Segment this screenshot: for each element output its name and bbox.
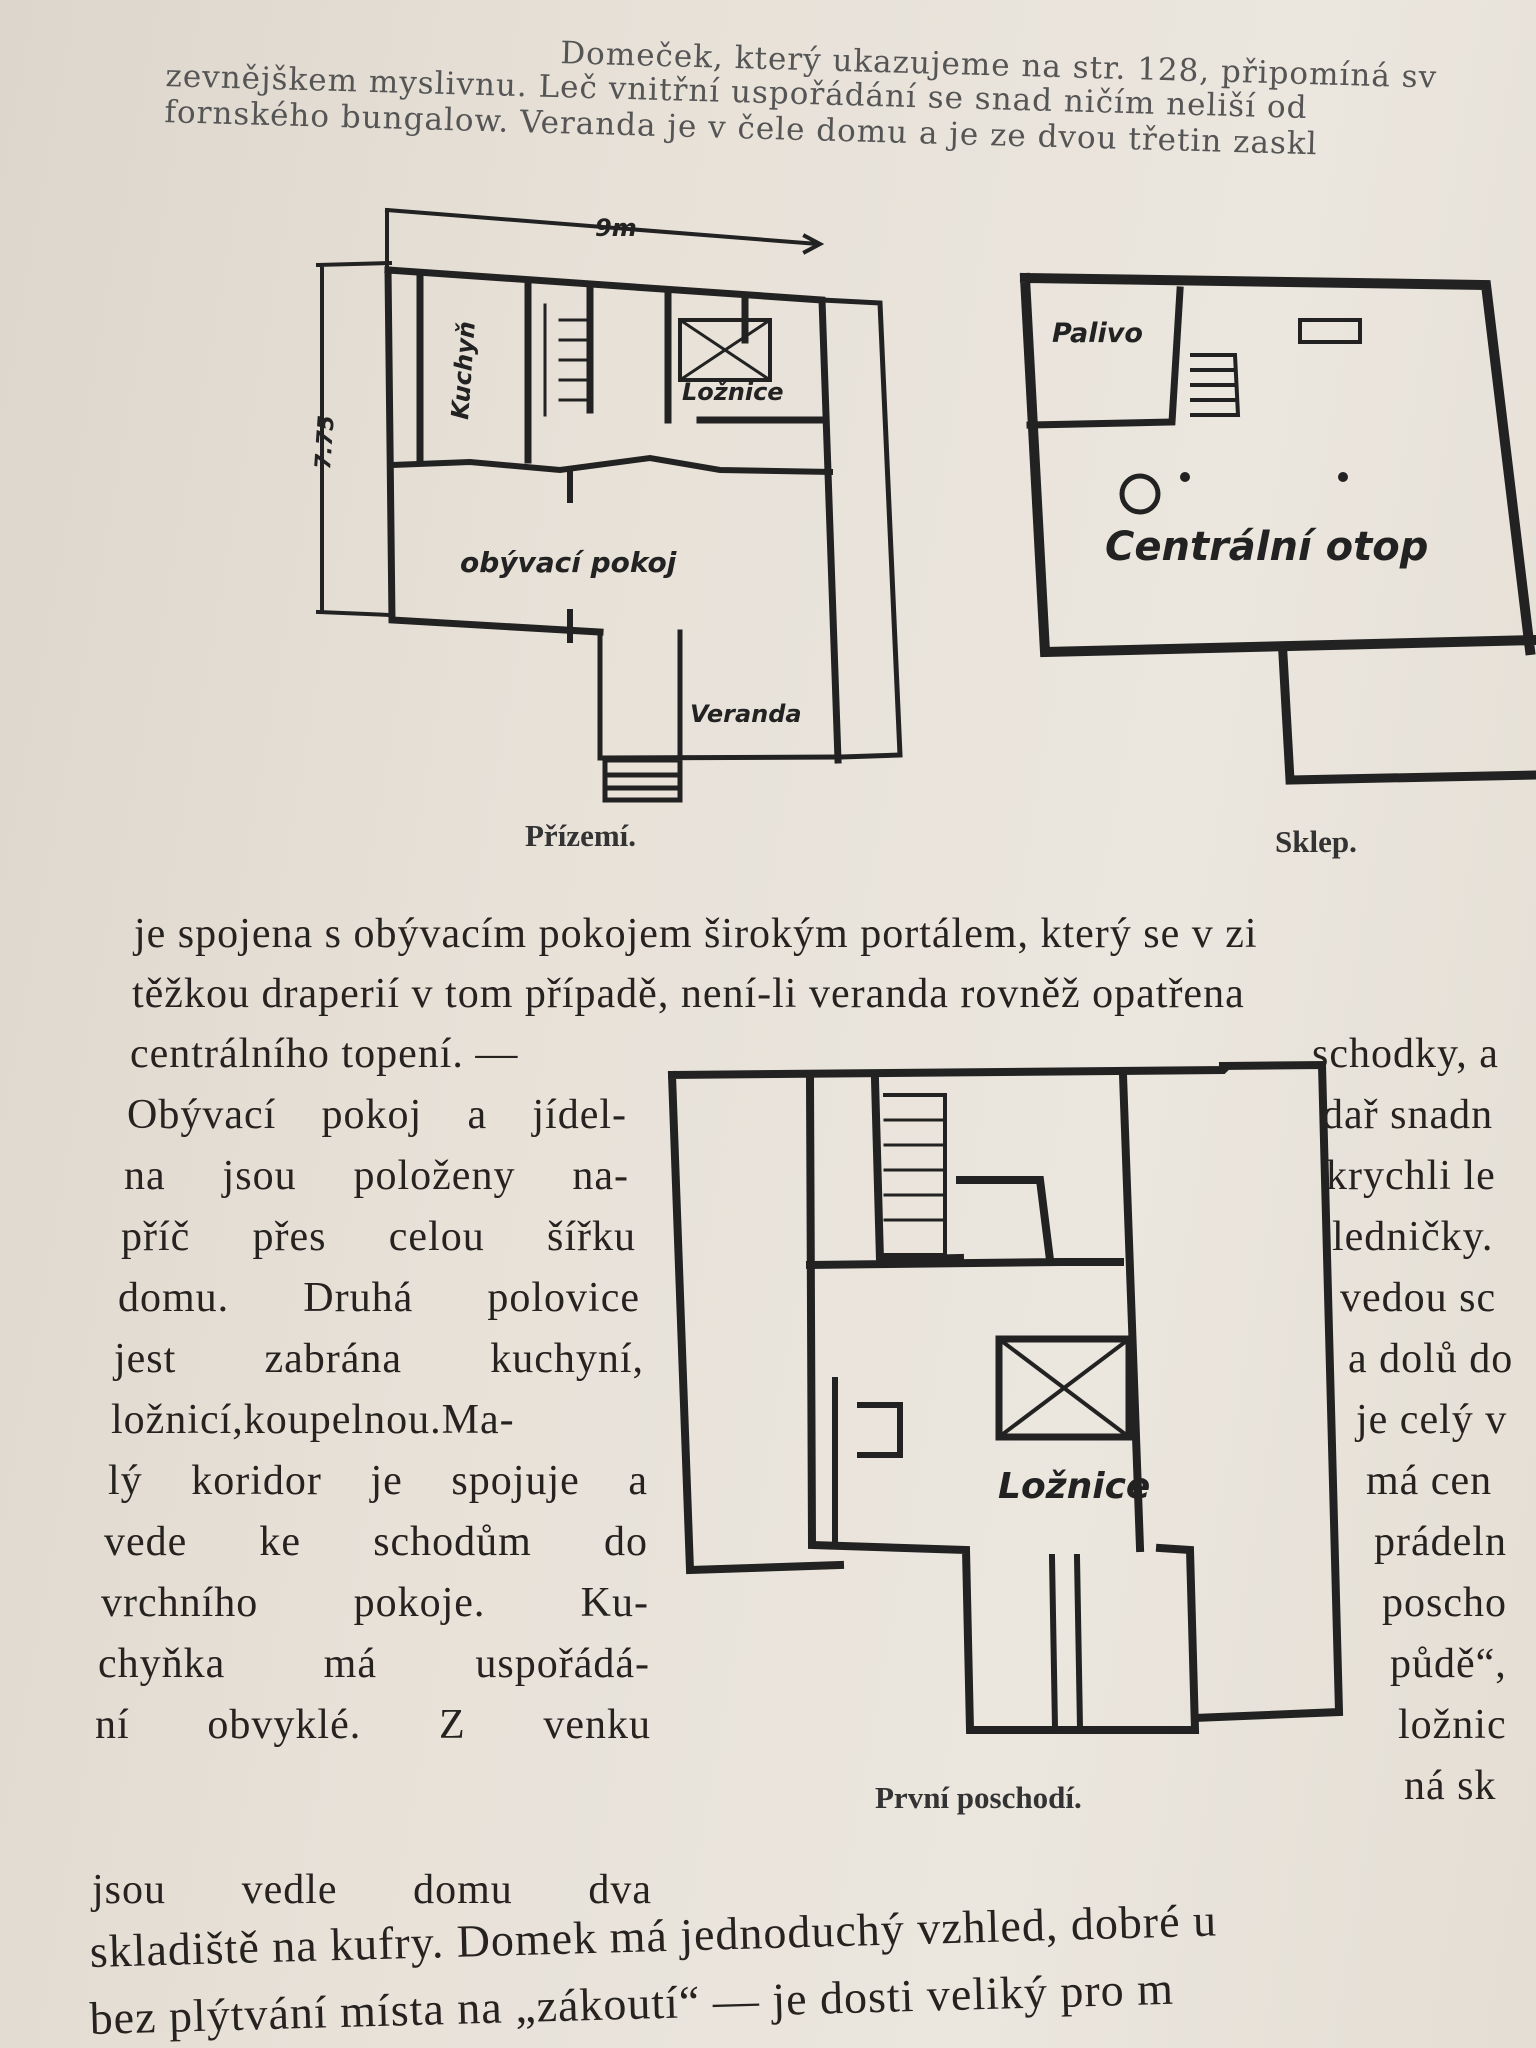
text-line: lý koridor je spojuje a bbox=[108, 1458, 648, 1504]
plan-caption-ground-floor: Přízemí. bbox=[525, 818, 637, 853]
cellar-plan: Palivo Centrální otop bbox=[1019, 272, 1536, 785]
text-line: příč přes celou šířku bbox=[121, 1214, 636, 1260]
text-line: chyňka má uspořádá- bbox=[98, 1641, 650, 1687]
text-line: vede ke schodům do bbox=[104, 1519, 648, 1565]
text-line: má cen bbox=[1366, 1458, 1493, 1504]
ground-floor-plan: 9m 7.75 Kuchyň Ložnice obývací pokoj Ver… bbox=[311, 207, 903, 803]
text-line: jest zabrána kuchyní, bbox=[114, 1336, 644, 1382]
text-line: je celý v bbox=[1356, 1397, 1508, 1443]
text-line: je spojena s obývacím pokojem širokým po… bbox=[134, 911, 1258, 957]
text-line: ložnicí,koupelnou.Ma- bbox=[111, 1397, 515, 1443]
room-label-bedroom: Ložnice bbox=[682, 378, 784, 406]
text-line: ná sk bbox=[1404, 1763, 1497, 1809]
text-line: půdě“, bbox=[1390, 1641, 1507, 1687]
text-line: krychli le bbox=[1326, 1153, 1496, 1199]
text-line: vedou sc bbox=[1340, 1275, 1497, 1321]
text-line: domu. Druhá polovice bbox=[118, 1275, 640, 1321]
room-label-kitchen: Kuchyň bbox=[446, 320, 481, 420]
text-line: Obývací pokoj a jídel- bbox=[127, 1092, 627, 1138]
room-label-fuel: Palivo bbox=[1052, 318, 1143, 349]
plan-caption-cellar: Sklep. bbox=[1275, 824, 1357, 859]
text-line: a dolů do bbox=[1348, 1336, 1514, 1382]
text-line: ní obvyklé. Z venku bbox=[95, 1702, 651, 1748]
room-label-veranda: Veranda bbox=[690, 700, 802, 728]
text-line: poscho bbox=[1382, 1580, 1507, 1626]
text-line: na jsou položeny na- bbox=[124, 1153, 629, 1199]
room-label-bedroom: Ložnice bbox=[998, 1466, 1150, 1507]
room-label-central-heating: Centrální otop bbox=[1105, 524, 1428, 570]
dimension-depth-label: 7.75 bbox=[311, 415, 340, 471]
text-line: dař snadn bbox=[1322, 1092, 1494, 1138]
dimension-width-label: 9m bbox=[595, 214, 637, 242]
text-line: vrchního pokoje. Ku- bbox=[101, 1580, 649, 1626]
text-line: ložnic bbox=[1398, 1702, 1507, 1748]
text-line: schodky, a bbox=[1312, 1031, 1499, 1077]
text-line: ledničky. bbox=[1332, 1214, 1494, 1260]
text-line: těžkou draperií v tom případě, není-li v… bbox=[132, 971, 1245, 1017]
plan-caption-first-floor: První poschodí. bbox=[875, 1780, 1082, 1815]
text-line: prádeln bbox=[1374, 1519, 1507, 1565]
room-label-living-room: obývací pokoj bbox=[460, 546, 677, 579]
text-line: centrálního topení. — bbox=[130, 1031, 519, 1077]
text-line: jsou vedle domu dva bbox=[92, 1867, 652, 1913]
